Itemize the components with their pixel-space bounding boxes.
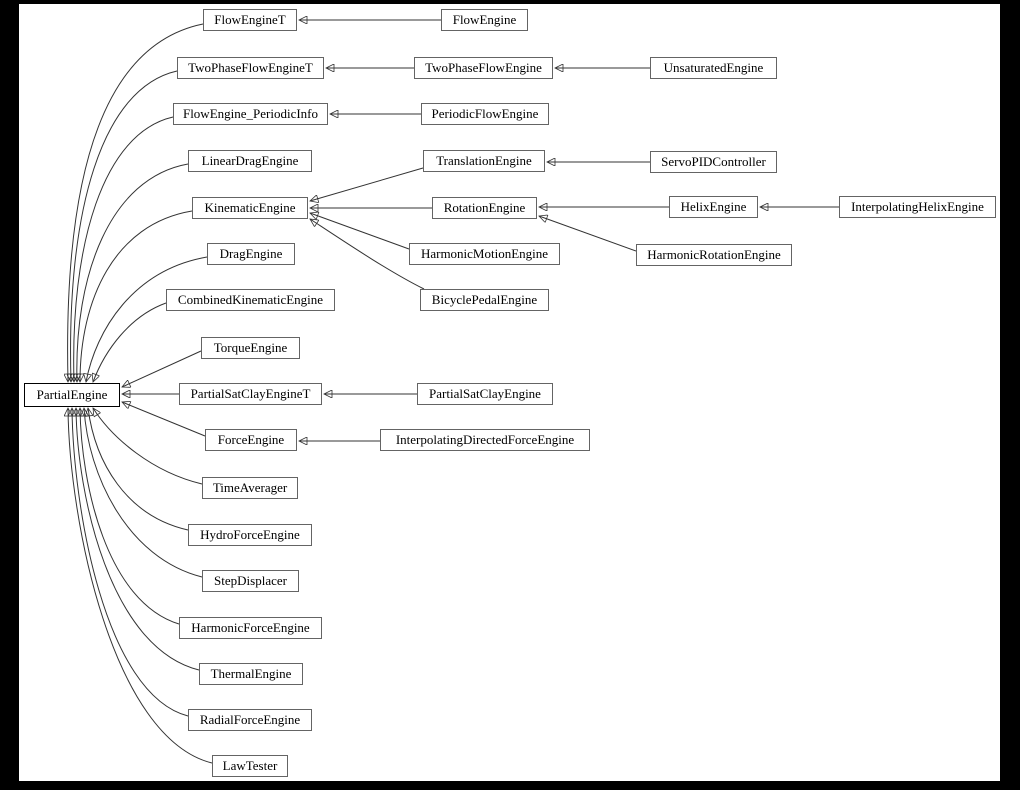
node-partial-engine[interactable]: PartialEngine <box>24 383 120 407</box>
node-flow-engine-periodic-info[interactable]: FlowEngine_PeriodicInfo <box>173 103 328 125</box>
node-helix-engine[interactable]: HelixEngine <box>669 196 758 218</box>
node-step-displacer[interactable]: StepDisplacer <box>202 570 299 592</box>
node-torque-engine[interactable]: TorqueEngine <box>201 337 300 359</box>
node-servo-pid-controller[interactable]: ServoPIDController <box>650 151 777 173</box>
node-flow-engine[interactable]: FlowEngine <box>441 9 528 31</box>
node-time-averager[interactable]: TimeAverager <box>202 477 298 499</box>
node-radial-force-engine[interactable]: RadialForceEngine <box>188 709 312 731</box>
node-law-tester[interactable]: LawTester <box>212 755 288 777</box>
node-rotation-engine[interactable]: RotationEngine <box>432 197 537 219</box>
node-partial-sat-clay-engine-t[interactable]: PartialSatClayEngineT <box>179 383 322 405</box>
node-combined-kinematic-engine[interactable]: CombinedKinematicEngine <box>166 289 335 311</box>
node-force-engine[interactable]: ForceEngine <box>205 429 297 451</box>
node-linear-drag-engine[interactable]: LinearDragEngine <box>188 150 312 172</box>
node-flow-engine-t[interactable]: FlowEngineT <box>203 9 297 31</box>
node-unsaturated-engine[interactable]: UnsaturatedEngine <box>650 57 777 79</box>
node-thermal-engine[interactable]: ThermalEngine <box>199 663 303 685</box>
node-drag-engine[interactable]: DragEngine <box>207 243 295 265</box>
node-translation-engine[interactable]: TranslationEngine <box>423 150 545 172</box>
node-interpolating-helix-engine[interactable]: InterpolatingHelixEngine <box>839 196 996 218</box>
node-harmonic-motion-engine[interactable]: HarmonicMotionEngine <box>409 243 560 265</box>
node-interpolating-directed-force-engine[interactable]: InterpolatingDirectedForceEngine <box>380 429 590 451</box>
node-periodic-flow-engine[interactable]: PeriodicFlowEngine <box>421 103 549 125</box>
node-hydro-force-engine[interactable]: HydroForceEngine <box>188 524 312 546</box>
node-harmonic-rotation-engine[interactable]: HarmonicRotationEngine <box>636 244 792 266</box>
node-two-phase-flow-engine[interactable]: TwoPhaseFlowEngine <box>414 57 553 79</box>
node-kinematic-engine[interactable]: KinematicEngine <box>192 197 308 219</box>
node-two-phase-flow-engine-t[interactable]: TwoPhaseFlowEngineT <box>177 57 324 79</box>
node-harmonic-force-engine[interactable]: HarmonicForceEngine <box>179 617 322 639</box>
node-bicycle-pedal-engine[interactable]: BicyclePedalEngine <box>420 289 549 311</box>
node-partial-sat-clay-engine[interactable]: PartialSatClayEngine <box>417 383 553 405</box>
